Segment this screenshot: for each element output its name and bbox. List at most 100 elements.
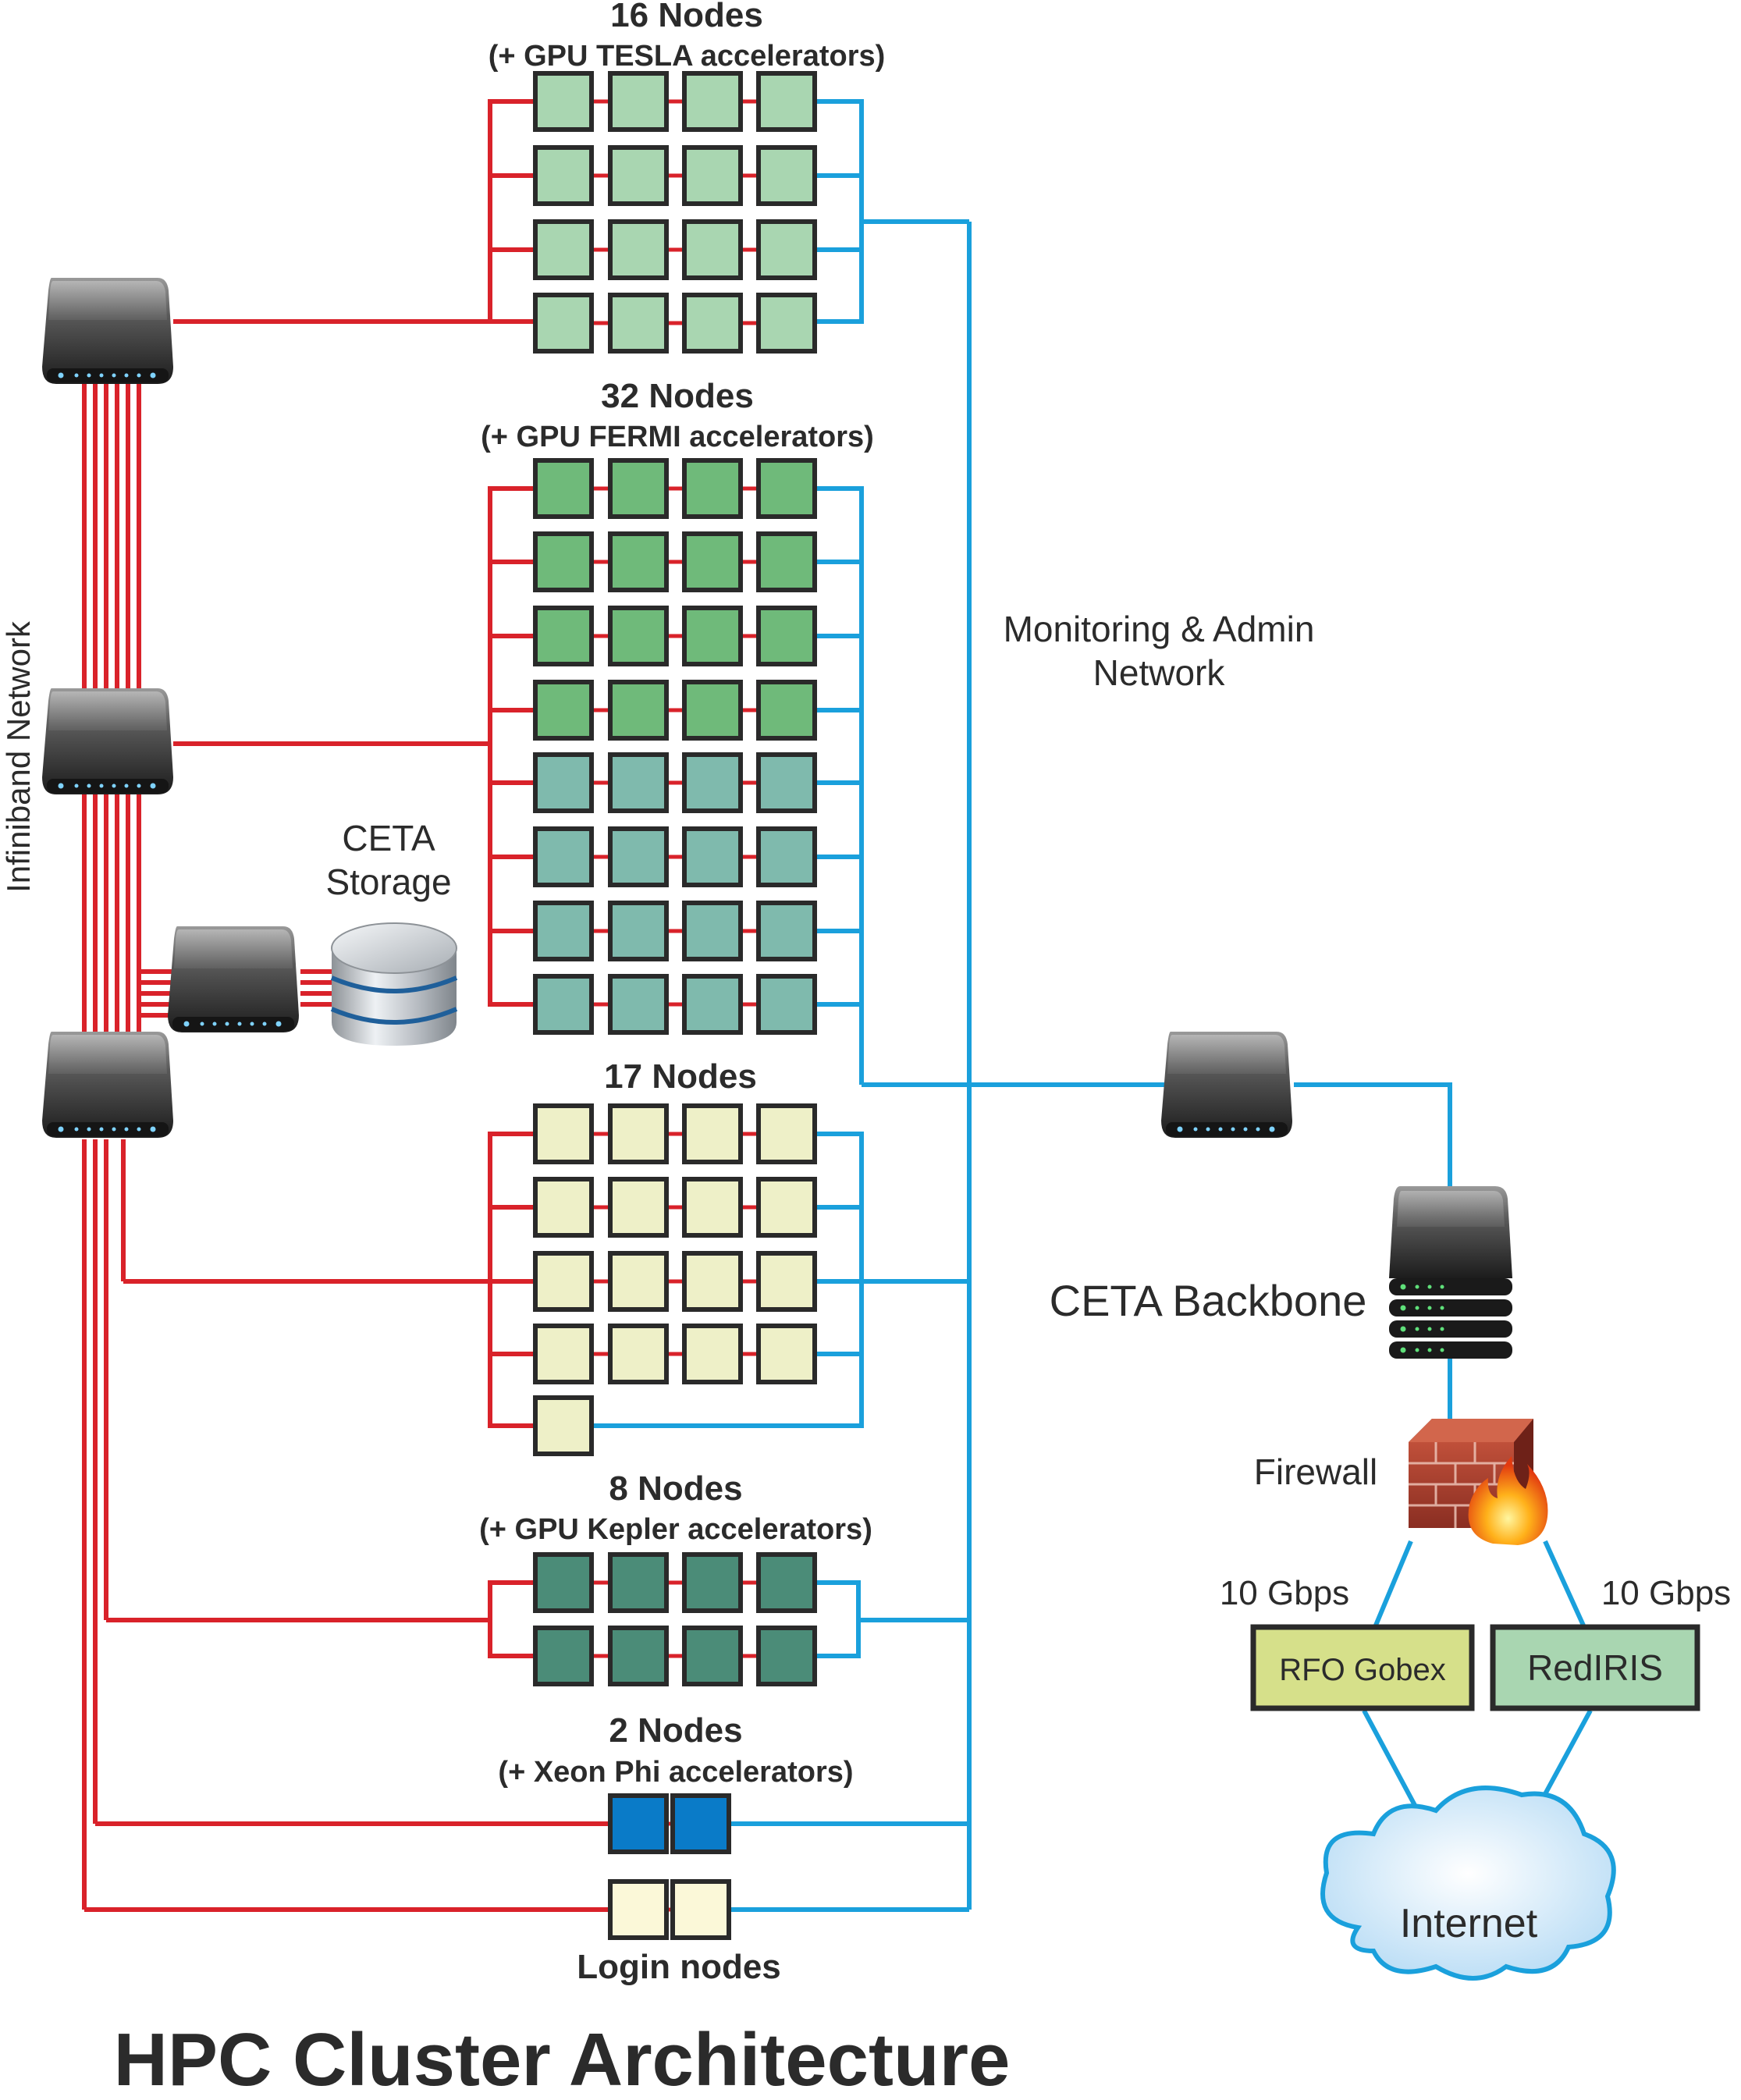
storage-label-2: Storage [325, 862, 451, 902]
kepler-node [608, 1552, 669, 1613]
infiniband-label: Infiniband Network [0, 620, 37, 893]
page-title: HPC Cluster Architecture [114, 2018, 1011, 2100]
fermi-node [608, 826, 669, 887]
tesla-node [533, 219, 594, 280]
rediris-label: RedIRIS [1527, 1647, 1663, 1688]
kepler-node [682, 1552, 743, 1613]
fermi-subtitle: (+ GPU FERMI accelerators) [481, 421, 874, 453]
tesla-title: 16 Nodes [610, 0, 763, 34]
kepler-node [533, 1552, 594, 1613]
backbone-server-icon [1389, 1186, 1512, 1359]
fermi-node [682, 531, 743, 592]
fermi-node [682, 901, 743, 961]
internet-cloud-icon [1320, 1786, 1616, 1981]
compute-node [608, 1251, 669, 1312]
compute-node [682, 1103, 743, 1164]
infiniband-switch-2 [42, 688, 173, 794]
tesla-node [682, 293, 743, 354]
compute-node [533, 1324, 594, 1384]
login-node [670, 1879, 731, 1940]
compute-node [756, 1324, 817, 1384]
fermi-node [533, 458, 594, 519]
fermi-node [756, 531, 817, 592]
fermi-node [682, 752, 743, 813]
plain-title: 17 Nodes [604, 1057, 757, 1096]
tesla-node [682, 71, 743, 132]
fermi-node [533, 974, 594, 1035]
fermi-node [756, 752, 817, 813]
tesla-node [608, 219, 669, 280]
backbone-label: CETA Backbone [1050, 1276, 1367, 1325]
admin-switch [1161, 1032, 1292, 1138]
compute-node [608, 1103, 669, 1164]
admin-wiring [593, 99, 1593, 1912]
tesla-node [682, 145, 743, 206]
firewall-icon [1409, 1419, 1548, 1545]
compute-node [533, 1177, 594, 1238]
fermi-node [682, 606, 743, 666]
login-node [608, 1879, 669, 1940]
fermi-node [682, 458, 743, 519]
tesla-node [533, 145, 594, 206]
fermi-node [682, 974, 743, 1035]
right-speed-label: 10 Gbps [1601, 1574, 1731, 1612]
nodes-layer [533, 71, 817, 1940]
xeon-node [670, 1793, 731, 1854]
kepler-node [756, 1626, 817, 1686]
rediris-box [1490, 1624, 1700, 1711]
fermi-node [756, 826, 817, 887]
fermi-node [608, 458, 669, 519]
fermi-node [756, 974, 817, 1035]
tesla-node [533, 293, 594, 354]
left-speed-label: 10 Gbps [1220, 1574, 1349, 1612]
kepler-node [682, 1626, 743, 1686]
fermi-node [533, 680, 594, 741]
kepler-title: 8 Nodes [609, 1469, 742, 1508]
fermi-node [756, 458, 817, 519]
compute-node [682, 1324, 743, 1384]
fermi-node [756, 901, 817, 961]
admin-network-label-2: Network [1093, 652, 1226, 693]
infiniband-switch-3 [42, 1032, 173, 1138]
fermi-node [533, 606, 594, 666]
tesla-node [756, 293, 817, 354]
compute-node [682, 1251, 743, 1312]
tesla-node [608, 145, 669, 206]
storage-icon [330, 922, 458, 1046]
xeon-subtitle: (+ Xeon Phi accelerators) [498, 1756, 853, 1789]
fermi-node [533, 901, 594, 961]
fermi-node [533, 531, 594, 592]
kepler-node [533, 1626, 594, 1686]
compute-node [756, 1103, 817, 1164]
storage-switch [168, 926, 299, 1032]
fermi-title: 32 Nodes [601, 377, 754, 415]
compute-node [756, 1177, 817, 1238]
compute-node [608, 1177, 669, 1238]
tesla-subtitle: (+ GPU TESLA accelerators) [489, 40, 886, 73]
fermi-node [608, 974, 669, 1035]
internet-label: Internet [1400, 1901, 1538, 1946]
storage-label-1: CETA [342, 818, 435, 858]
infiniband-switch-1 [42, 278, 173, 384]
admin-network-label-1: Monitoring & Admin [1004, 609, 1315, 649]
tesla-node [756, 71, 817, 132]
fermi-node [756, 680, 817, 741]
rfo-gobex-label: RFO Gobex [1279, 1653, 1445, 1687]
compute-node [756, 1251, 817, 1312]
kepler-node [756, 1552, 817, 1613]
fermi-node [608, 680, 669, 741]
fermi-node [756, 606, 817, 666]
fermi-node [533, 826, 594, 887]
firewall-label: Firewall [1254, 1452, 1377, 1492]
login-title: Login nodes [577, 1948, 781, 1986]
tesla-node [608, 71, 669, 132]
fermi-node [608, 531, 669, 592]
compute-node [533, 1251, 594, 1312]
tesla-node [756, 219, 817, 280]
fermi-node [608, 606, 669, 666]
rfo-gobex-box [1250, 1624, 1475, 1711]
xeon-node [608, 1793, 669, 1854]
tesla-node [756, 145, 817, 206]
tesla-node [608, 293, 669, 354]
